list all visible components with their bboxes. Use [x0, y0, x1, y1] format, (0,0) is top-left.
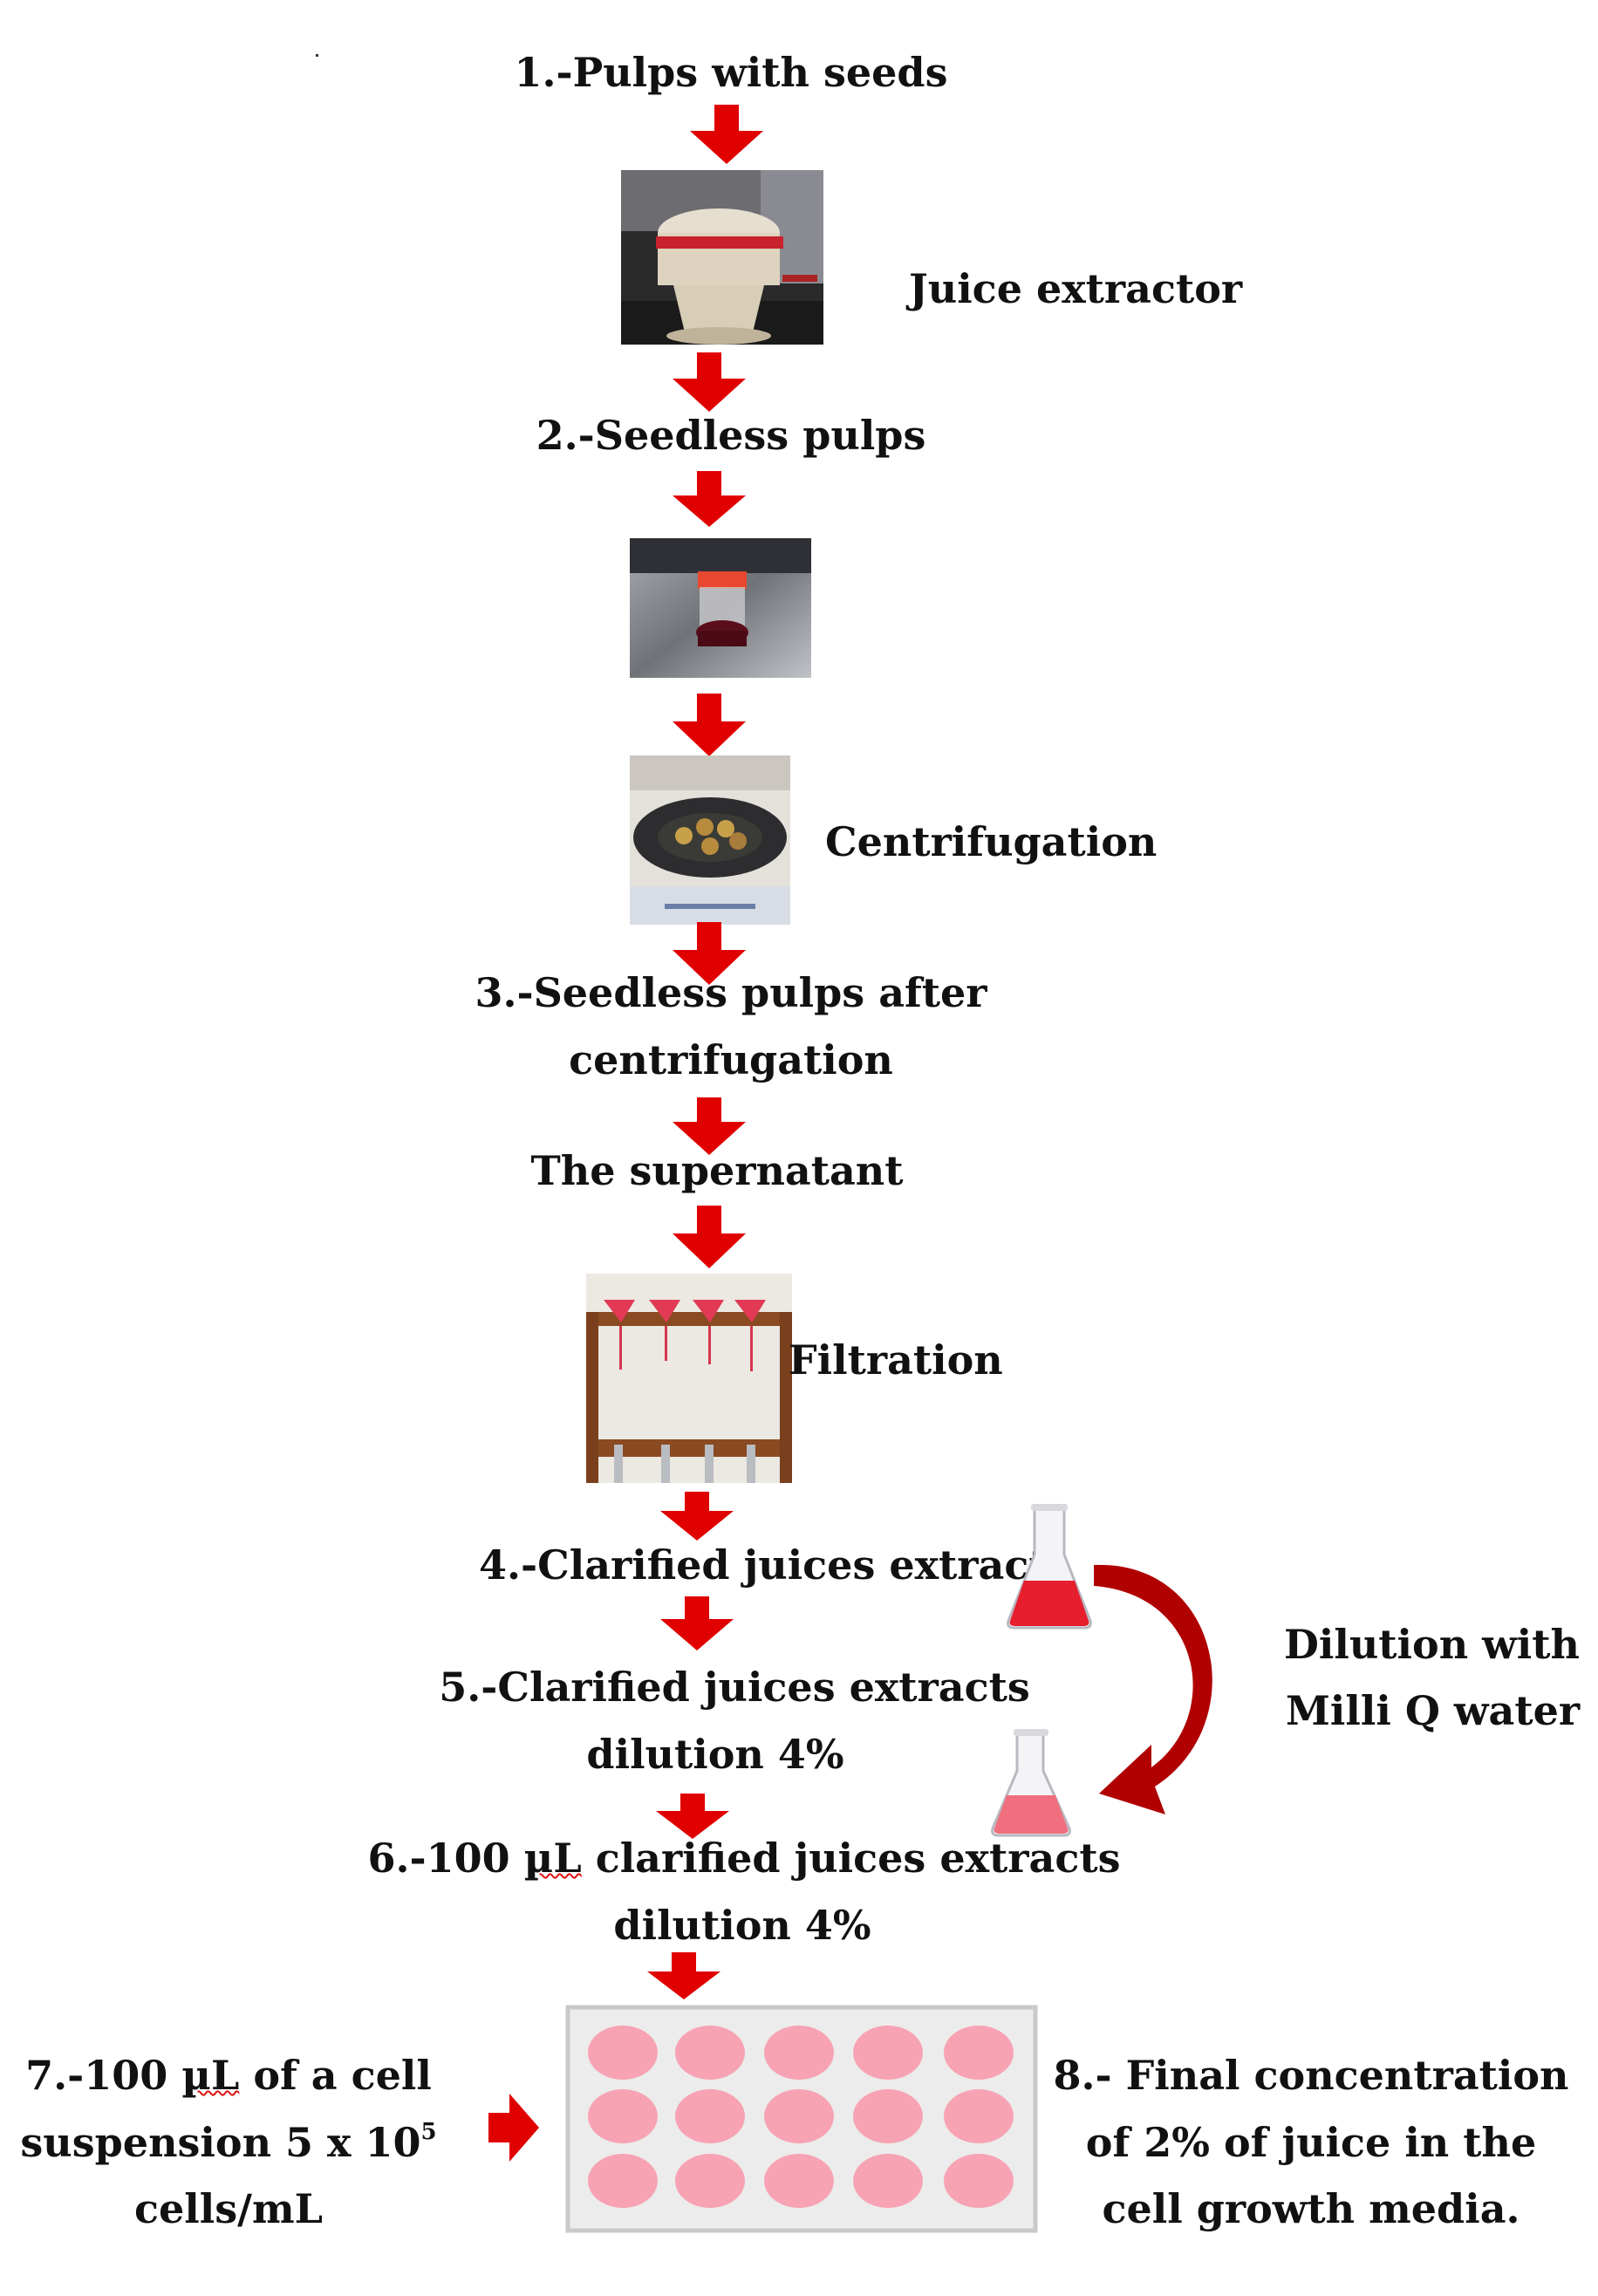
- down-arrow-icon: [673, 694, 746, 756]
- dilution-label-line1: Dilution with: [1284, 1621, 1580, 1668]
- step-4-label: 4.-Clarified juices extracts: [479, 1541, 1070, 1589]
- centrifuge-photo: [630, 755, 790, 925]
- seedless-pulps-photo: [630, 538, 811, 678]
- down-arrow-icon: [673, 471, 746, 527]
- curved-arrow-icon: [1094, 1564, 1212, 1814]
- stray-dot: [316, 54, 318, 57]
- down-arrow-icon: [673, 352, 746, 412]
- flask-icon: [991, 1729, 1071, 1837]
- exponent: 5: [420, 2119, 437, 2145]
- down-arrow-icon: [673, 922, 746, 985]
- filtration-label: Filtration: [789, 1336, 1003, 1384]
- down-arrow-icon: [673, 1097, 746, 1155]
- flask-icon: [1007, 1504, 1092, 1630]
- down-arrow-icon: [690, 105, 763, 164]
- step-5-label-line2: dilution 4%: [586, 1731, 844, 1778]
- dilution-label-line2: Milli Q water: [1286, 1687, 1581, 1734]
- step-7-label-line3: cells/mL: [134, 2185, 323, 2232]
- down-arrow-icon: [673, 1206, 746, 1268]
- down-arrow-icon: [647, 1952, 720, 1999]
- step-3-label-line1: 3.-Seedless pulps after: [475, 969, 987, 1016]
- centrifugation-label: Centrifugation: [825, 818, 1158, 865]
- well-plate-icon: [565, 2005, 1038, 2233]
- step-6-label-line1: 6.-100 µL clarified juices extracts: [367, 1835, 1121, 1882]
- right-arrow-icon: [488, 2094, 539, 2162]
- filtration-photo: [586, 1274, 792, 1483]
- step-2-label: 2.-Seedless pulps: [536, 412, 926, 459]
- step-3-label-line2: centrifugation: [569, 1036, 893, 1083]
- down-arrow-icon: [656, 1794, 729, 1839]
- unit-microliter: µL: [523, 1835, 582, 1882]
- down-arrow-icon: [660, 1492, 734, 1541]
- step-5-label-line1: 5.-Clarified juices extracts: [439, 1664, 1030, 1711]
- juice-extractor-label: Juice extractor: [909, 265, 1243, 312]
- down-arrow-icon: [660, 1596, 734, 1650]
- step-6-label-line2: dilution 4%: [613, 1902, 871, 1949]
- unit-microliter: µL: [181, 2052, 240, 2099]
- step-7-label-line1: 7.-100 µL of a cell: [25, 2052, 432, 2099]
- step-8-label-line2: of 2% of juice in the: [1085, 2119, 1537, 2166]
- step-7-label-line2: suspension 5 x 105: [20, 2119, 437, 2166]
- supernatant-label: The supernatant: [530, 1147, 904, 1194]
- step-8-label-line1: 8.- Final concentration: [1053, 2052, 1569, 2099]
- juice-extractor-photo: [621, 170, 823, 345]
- step-1-label: 1.-Pulps with seeds: [514, 49, 948, 96]
- step-8-label-line3: cell growth media.: [1102, 2185, 1520, 2232]
